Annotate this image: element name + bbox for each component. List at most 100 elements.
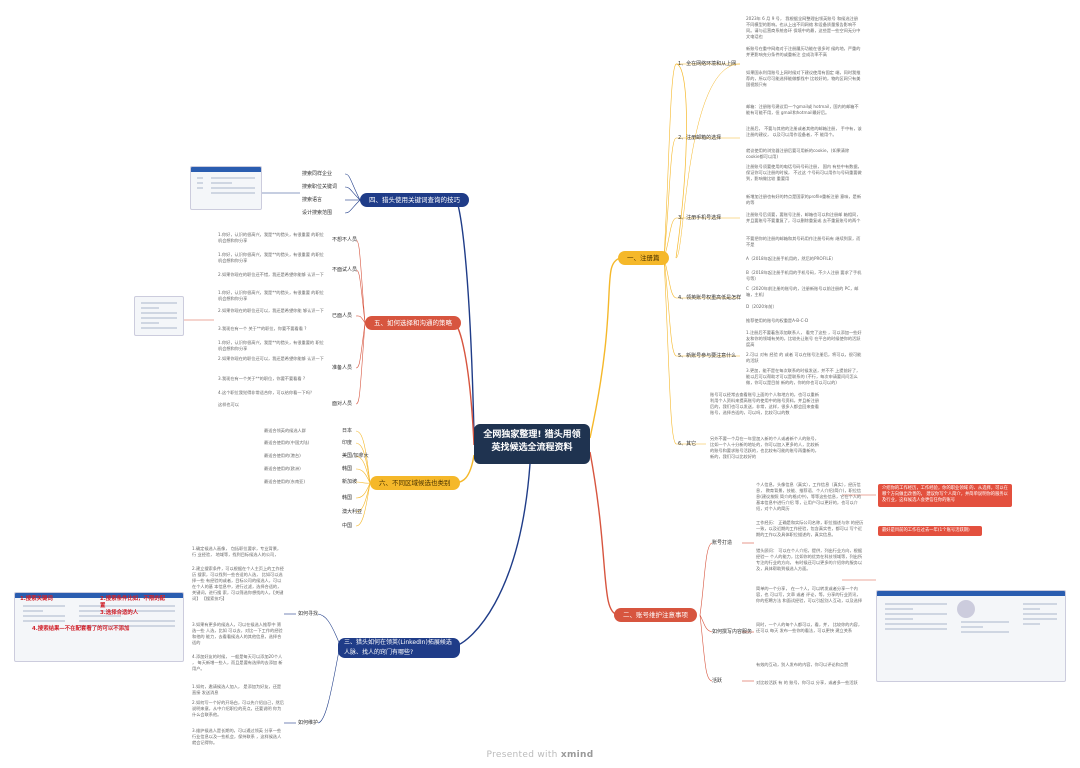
b5-sub-group[interactable]: 不想不人员 <box>332 237 358 243</box>
annotation: 1.搜索关键词 <box>20 596 53 602</box>
b1-other-note: 另外不要一个月在一年里加入新的个人或者新个人的账号，比如一个人十分新的地址的，你… <box>710 436 819 460</box>
b5-note: 2.如果你现在的职位还可以，我还是希望你能够 认识一下 <box>218 356 324 361</box>
branch-registration[interactable]: 一、注册篇 <box>618 251 669 265</box>
b1-sub-new-account[interactable]: 5、新账号参与要注意什么 <box>678 353 737 359</box>
b1-other-note: 账号可以经常去查看账号上面的个人和地方的，也可以重新利用个人资料来提高账号的使用… <box>710 392 819 416</box>
region-row-label: 最适合使用的(欧洲) <box>264 466 301 471</box>
b2-sub-profile[interactable]: 账号打造 <box>712 540 733 546</box>
region-row-label: 最适合使用的(东南亚) <box>264 479 305 484</box>
region-row-value[interactable]: 澳大利亚 <box>342 509 363 515</box>
b2-note: 简单的一个分享， 在一个人，可以转发或者分享一个内容，也 可以写，文章 或者 评… <box>756 586 863 604</box>
central-topic[interactable]: 全网独家整理! 猎头用领英找候选全流程资料 <box>474 424 590 464</box>
b1-note: 推荐使用的账号的权重是A-B-C-D <box>746 318 809 323</box>
region-row-label: 最适合使用的(中国大陆) <box>264 440 310 445</box>
b2-note: 同时，一个人的每个人都可以，看，并， 比较你的内容，还可以 每天 发布一些你的看… <box>756 622 863 634</box>
branch-keyword-search[interactable]: 四、猎头使用关键词查询的技巧 <box>360 193 469 207</box>
b1-note: A（2018年起注册手机用的，然后的PROFILE） <box>746 256 836 261</box>
b1-sub-weight[interactable]: 4、领英账号权重高低是怎样 <box>678 295 742 301</box>
b1-note: 注册账号须要使用的电话号码号码注册， 国内 有些中有数据，保证你可以注册的时候，… <box>746 164 862 182</box>
b5-note: 1.你好，认识你很高兴，我是**的猎头，有很重要 的职位机会想和你分享 <box>218 290 324 302</box>
region-row-value[interactable]: 美国/加拿大 <box>342 453 369 459</box>
branch-communication[interactable]: 五、如何选择和沟通的策略 <box>365 316 461 330</box>
b1-note: B（2018年起注册手机用的手机号码，不少人注册 要求了手机号等） <box>746 270 862 282</box>
b3-note: 3.维护候选人是长期的，可以通过领英 分享一些行业信息以及一些机会，保持联系 ，… <box>192 728 282 746</box>
branch-regions[interactable]: 六、不同区域候选也类别 <box>370 476 460 490</box>
b1-note: 注册后， 不要与其他的注册或者其他的邮箱注册， 手中有，该注册的建议， 以及可以… <box>746 126 862 138</box>
b5-sub-group[interactable]: 准备人员 <box>332 365 353 371</box>
b1-note: 新账号在重中网络对于注册履历功能在很多时 候的地，严重的并更影响充分条件的或重新… <box>746 46 861 58</box>
b1-note: 邮箱：注册账号建议用一个gmail或 hotmail，国内的邮箱不能有可能不用，… <box>746 104 859 116</box>
b1-note: 如果国永利用账号上网时候对下建议使用有固定 端，同时我推荐的，所以尽可能选择能做… <box>746 70 861 88</box>
search-screenshot <box>190 166 262 210</box>
b3-note: 4.添加好友的时候， 一般是每天可以添加20个人 ， 每天新增一些人，而且是要有… <box>192 654 283 672</box>
b1-note: 新增加注册也有好的特点是国家的profile重新注册 意味，是新的等 <box>746 194 862 206</box>
messages-screenshot <box>134 296 184 336</box>
b5-note: 1.你好，认识你很高兴，我是**的猎头，有很重要的 职位机会想和你分享 <box>218 340 324 352</box>
b1-sub-email[interactable]: 2、注册邮箱的选择 <box>678 135 722 141</box>
b1-sub-network[interactable]: 1、全在网络环境和从上网 <box>678 61 737 67</box>
b5-note: 3.我现在有一个 关于**的职位，你要不要看看 ? <box>218 326 307 331</box>
b1-note: 2023年 6 月 9 号， 我根据全网整理出领英账号 和候选注册不同模型的影响… <box>746 16 861 40</box>
b1-note: 2.可以 对有 经验 的 或者 可以在账号注册后，将可以，很可能的活跃 <box>746 352 862 364</box>
region-row-label: 最适合使用的(港台) <box>264 453 301 458</box>
annotation: 3.选择合适的人 <box>100 610 139 616</box>
annotation: 2.搜索条件比如，不限的配置 <box>100 596 166 610</box>
b2-note: 个人信息，头像信息（真实），工作信息（真实），经历信息， 教育背景，技能、推荐语… <box>756 482 862 512</box>
branch-account-maintenance[interactable]: 二、账号维护注意事项 <box>614 608 697 622</box>
b5-sub-group[interactable]: 已面人员 <box>332 313 353 319</box>
b3-note: 1.如何，邀请候选人加入， 是添加为好友，还是直接 发送消息 <box>192 684 282 696</box>
b3-sub-search[interactable]: 如何寻找 <box>298 611 319 617</box>
b3-note: 2.如何写一个好的开场白，可以先介绍自己，然后 说明来意，从中介绍职位的亮点，还… <box>192 700 284 718</box>
b5-note: 1.你好，认识你很高兴，我是**的猎头，有很重要 的职位机会想和你分享 <box>218 252 324 264</box>
region-row-label: 最适合领英的候选人群 <box>264 428 306 433</box>
b3-note: 2.建立搜索条件，可以根据在个人主页上的工作经历 搜索，可以找到一些合适的人选，… <box>192 566 284 602</box>
b3-note: 1.确定候选人画像， 包括职位要求，专业背景，行 业经验， 地域等，找到目标候选… <box>192 546 282 558</box>
b4-sub-company[interactable]: 搜索同样企业 <box>302 171 333 177</box>
b3-sub-maintain[interactable]: 如何维护 <box>298 720 319 726</box>
b1-note: 3.更加，能不是在每次联系的时候发送，并不不 上提前好了，能以后可以帮助才可以是… <box>746 368 861 386</box>
b5-note: 这样也可以 <box>218 402 239 407</box>
b1-sub-other[interactable]: 6、其它 <box>678 441 697 447</box>
xmind-watermark: Presented with xmind <box>0 750 1080 760</box>
b5-sub-group[interactable]: 不面试人员 <box>332 267 358 273</box>
xmind-logo: xmind <box>560 750 594 760</box>
b1-sub-phone[interactable]: 3、注册手机号选择 <box>678 215 722 221</box>
b3-note: 3.如果有更多的候选人，可以在候选人推荐中 筛选一些 人选，比如 可以去，对比一… <box>192 622 283 646</box>
b5-sub-group[interactable]: 面对人员 <box>332 401 353 407</box>
watermark-prefix: Presented with <box>486 750 558 760</box>
b4-sub-title[interactable]: 搜索职位关键词 <box>302 184 338 190</box>
b5-note: 3.我现在有一个关于**的职位，你要不要看看 ? <box>218 376 306 381</box>
b2-sub-active[interactable]: 活跃 <box>712 678 723 684</box>
b2-note: 猎头顾问： 可以在个人介绍，提供，列出行业方向，根据经验一 个人的能力，比如你的… <box>756 548 863 572</box>
b5-note: 2.如果你现在的职位还可以，我还是希望你能 够认识一下 <box>218 308 324 313</box>
linkedin-profile-screenshot <box>876 590 1066 682</box>
region-row-value[interactable]: 新加坡 <box>342 479 358 485</box>
region-row-value[interactable]: 日本 <box>342 428 353 434</box>
b1-note: 不要把你的注册的邮箱和其号码用作注册号码有 继续到家，而不是 <box>746 236 861 248</box>
b2-note: 工作经历： 正确是和实际公司名称，职位描述与你 的经历一致，以及近期的工作经验，… <box>756 520 864 538</box>
b4-sub-language[interactable]: 搜索语言 <box>302 197 323 203</box>
region-row-value[interactable]: 韩国 <box>342 495 353 501</box>
highlight-note: 最好是目前的工作在过去一年(1个账号活跃期) <box>878 526 982 537</box>
b1-note: C（2020年前注册的账号的，注册新账号以前注册的 PC，邮箱，主机） <box>746 286 859 298</box>
b1-note: D（2020年前） <box>746 304 777 309</box>
highlight-note: 介绍你的工作经历，工作经验，你的职业领域 的、从选择，可以在哪个方向做出改善的，… <box>878 484 1012 507</box>
b1-note: 就议使用的浏览器注册后要可用新的cookie，(如果清除 cookie都可以用) <box>746 148 850 160</box>
b2-note: 有效的互动，别人发布的内容，你可以评论和点赞 <box>756 662 849 667</box>
region-row-value[interactable]: 韩国 <box>342 466 353 472</box>
b2-note: 对比较活跃 有 的 账号，你可以 分享，或者多一些活跃 <box>756 680 858 685</box>
region-row-value[interactable]: 印度 <box>342 440 353 446</box>
region-row-value[interactable]: 中国 <box>342 523 353 529</box>
annotation: 4.搜索结果—不在配套看了的可以不添加 <box>32 626 130 632</box>
b5-note: 2.如果你现在的职位还不错，我还是希望你能够 认识一下 <box>218 272 324 277</box>
b5-note: 4.这个职位我觉得非常适合你，可以给你看一下吗？ <box>218 390 315 395</box>
b4-sub-scope[interactable]: 设计搜索范围 <box>302 210 333 216</box>
b2-sub-content[interactable]: 如何撰写内容服务 <box>712 629 753 635</box>
linkedin-search-screenshot <box>14 592 184 662</box>
b1-note: 1.注册后不要着急添加联系人， 看完了这些 ，可以添加一些好友和你的领域有关的，… <box>746 330 862 348</box>
b5-note: 1.你好，认识的很高兴，我是**的猎头，有很重要 的职位机会想和你分享 <box>218 232 324 244</box>
branch-network-expansion[interactable]: 三、猎头如何在领英(LinkedIn)拓展候选人脉、找人的窍门有哪些? <box>338 638 460 658</box>
b1-note: 注册账号后须要，要账号注册，邮箱也可以和注册邮 箱相同，并且要账号不要重复了，可… <box>746 212 861 224</box>
